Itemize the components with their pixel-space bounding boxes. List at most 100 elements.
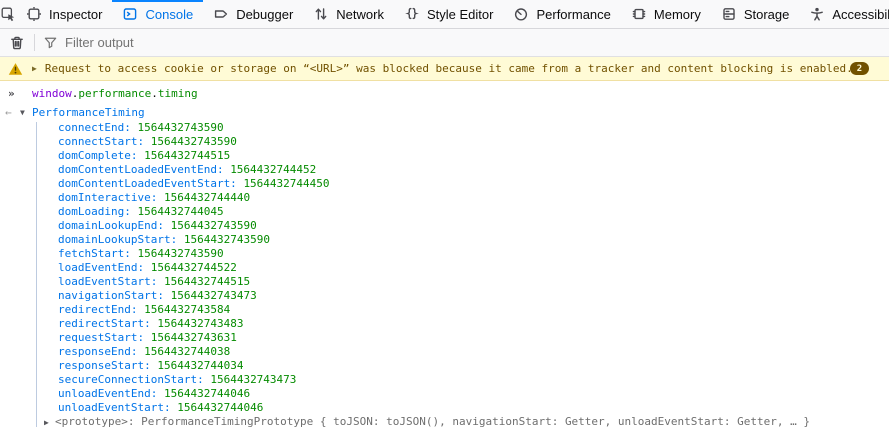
prototype-preview: PerformanceTimingPrototype { toJSON: toJ… xyxy=(141,415,810,427)
tab-label: Storage xyxy=(743,6,790,22)
property-value: 1564432744440 xyxy=(163,191,251,204)
object-property-row: requestStart: 1564432743631 xyxy=(0,331,889,345)
object-property-row: unloadEventEnd: 1564432744046 xyxy=(0,387,889,401)
object-expand-twisty[interactable]: ▼ xyxy=(20,108,25,117)
property-value: 1564432744038 xyxy=(144,345,231,358)
warning-count-badge: 2 xyxy=(850,62,869,75)
property-name: fetchStart: xyxy=(58,247,138,260)
property-name: domInteractive: xyxy=(58,191,164,204)
toolbar-separator xyxy=(34,34,35,51)
property-name: unloadEventStart: xyxy=(58,401,178,414)
network-icon xyxy=(313,6,329,22)
property-value: 1564432743483 xyxy=(157,317,244,330)
warning-icon xyxy=(8,62,23,76)
console-output: ▶ Request to access cookie or storage on… xyxy=(0,57,889,427)
tab-label: Debugger xyxy=(236,6,294,22)
object-property-row: domInteractive: 1564432744440 xyxy=(0,191,889,205)
object-property-row: redirectStart: 1564432743483 xyxy=(0,317,889,331)
command-token: performance xyxy=(78,87,152,100)
property-value: 1564432744515 xyxy=(163,275,251,288)
property-name: domComplete: xyxy=(58,149,145,162)
object-property-row: responseEnd: 1564432744038 xyxy=(0,345,889,359)
tab-network[interactable]: Network xyxy=(303,0,394,28)
property-value: 1564432744046 xyxy=(163,387,251,400)
trash-icon xyxy=(9,35,25,51)
object-property-row: fetchStart: 1564432743590 xyxy=(0,247,889,261)
tab-label: Inspector xyxy=(49,6,103,22)
object-class-name: PerformanceTiming xyxy=(32,106,145,119)
warning-message[interactable]: ▶ Request to access cookie or storage on… xyxy=(0,57,889,81)
clear-console-button[interactable] xyxy=(0,29,34,56)
console-result-row: ← ▼ PerformanceTiming xyxy=(0,103,889,121)
tab-performance[interactable]: Performance xyxy=(503,0,620,28)
property-name: responseEnd: xyxy=(58,345,145,358)
command-token: . xyxy=(151,87,158,100)
object-property-row: domContentLoadedEventEnd: 1564432744452 xyxy=(0,163,889,177)
object-property-row: responseStart: 1564432744034 xyxy=(0,359,889,373)
object-property-row: redirectEnd: 1564432743584 xyxy=(0,303,889,317)
property-value: 1564432744046 xyxy=(177,401,264,414)
property-name: loadEventEnd: xyxy=(58,261,151,274)
warning-expand-arrow[interactable]: ▶ xyxy=(32,63,37,73)
property-value: 1564432743584 xyxy=(144,303,231,316)
object-property-row: domContentLoadedEventStart: 156443274445… xyxy=(0,177,889,191)
devtools-tabbar: Inspector Console Debugger xyxy=(0,0,889,29)
object-property-row: domainLookupEnd: 1564432743590 xyxy=(0,219,889,233)
tab-storage[interactable]: Storage xyxy=(711,0,800,28)
property-name: redirectEnd: xyxy=(58,303,145,316)
command-token: window xyxy=(32,87,72,100)
tab-memory[interactable]: Memory xyxy=(621,0,711,28)
property-value: 1564432743473 xyxy=(210,373,297,386)
property-name: loadEventStart: xyxy=(58,275,164,288)
property-value: 1564432744452 xyxy=(230,163,317,176)
prototype-expand-twisty[interactable]: ▶ xyxy=(44,418,49,427)
tab-label: Performance xyxy=(536,6,611,22)
tab-console[interactable]: Console xyxy=(112,0,203,28)
property-value: 1564432743590 xyxy=(183,233,270,246)
tab-label: Memory xyxy=(653,6,701,22)
pick-element-button[interactable] xyxy=(0,0,16,28)
object-property-row: secureConnectionStart: 1564432743473 xyxy=(0,373,889,387)
property-name: unloadEventEnd: xyxy=(58,387,164,400)
debugger-icon xyxy=(213,6,229,22)
command-token: timing xyxy=(157,87,198,100)
filter-output-input[interactable] xyxy=(65,35,889,50)
evaluated-expression-row: » window.performance.timing xyxy=(0,81,889,103)
property-name: domainLookupEnd: xyxy=(58,219,171,232)
tab-inspector[interactable]: Inspector xyxy=(16,0,112,28)
result-arrow-icon: ← xyxy=(5,106,12,119)
storage-icon xyxy=(721,6,737,22)
property-name: domLoading: xyxy=(58,205,138,218)
style-editor-icon xyxy=(404,6,420,22)
tab-debugger[interactable]: Debugger xyxy=(203,0,303,28)
property-name: domContentLoadedEventEnd: xyxy=(58,163,231,176)
property-name: navigationStart: xyxy=(58,289,171,302)
object-property-row: domComplete: 1564432744515 xyxy=(0,149,889,163)
property-name: redirectStart: xyxy=(58,317,158,330)
tab-label: Network xyxy=(336,6,384,22)
property-value: 1564432743590 xyxy=(170,219,257,232)
property-value: 1564432743590 xyxy=(137,121,224,134)
memory-icon xyxy=(631,6,647,22)
object-property-row: domainLookupStart: 1564432743590 xyxy=(0,233,889,247)
property-name: connectStart: xyxy=(58,135,151,148)
pick-element-icon xyxy=(0,6,16,22)
property-name: responseStart: xyxy=(58,359,158,372)
filter-funnel-icon xyxy=(43,35,58,50)
property-name: connectEnd: xyxy=(58,121,138,134)
object-property-row: domLoading: 1564432744045 xyxy=(0,205,889,219)
property-name: domainLookupStart: xyxy=(58,233,184,246)
object-body: connectEnd: 1564432743590 connectStart: … xyxy=(0,121,889,427)
property-value: 1564432744450 xyxy=(243,177,330,190)
warning-text: Request to access cookie or storage on “… xyxy=(44,61,850,75)
property-value: 1564432743631 xyxy=(150,331,237,344)
property-value: 1564432743590 xyxy=(137,247,224,260)
inspector-icon xyxy=(26,6,42,22)
property-value: 1564432743473 xyxy=(170,289,257,302)
input-prompt-icon: » xyxy=(8,87,15,100)
accessibility-icon xyxy=(809,6,825,22)
tab-accessibility[interactable]: Accessibility xyxy=(799,0,889,28)
property-value: 1564432743590 xyxy=(150,135,237,148)
tab-style-editor[interactable]: Style Editor xyxy=(394,0,503,28)
